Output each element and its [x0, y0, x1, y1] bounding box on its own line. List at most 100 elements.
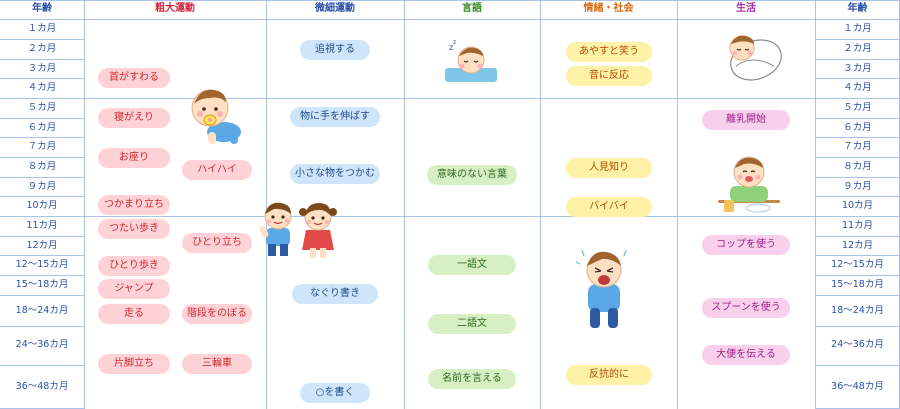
age-label: ５カ月: [843, 102, 872, 113]
grid-line: [0, 19, 900, 20]
crawling-baby-icon: [191, 89, 241, 144]
grid-line: [815, 365, 900, 366]
grid-line: [815, 196, 900, 197]
gross-motor-milestone: ハイハイ: [182, 160, 252, 180]
grid-line: [0, 326, 84, 327]
eating-baby-icon: [718, 156, 780, 213]
age-label: ８カ月: [843, 161, 872, 172]
fine-motor-milestone: 追視する: [300, 40, 370, 60]
grid-line: [0, 39, 84, 40]
gross-motor-milestone: ジャンプ: [98, 279, 170, 299]
age-label: 12カ月: [841, 240, 874, 251]
gross-motor-milestone: 首がすわる: [98, 68, 170, 88]
grid-line: [815, 118, 900, 119]
toddler-boy-icon: [259, 202, 292, 256]
grid-line: [0, 365, 84, 366]
fine-motor-milestone: 小さな物をつかむ: [290, 164, 380, 184]
age-label: 15～18カ月: [15, 279, 69, 290]
gross-motor-milestone: つかまり立ち: [98, 195, 170, 215]
life-milestone: 離乳開始: [702, 110, 790, 130]
language-milestone: 名前を言える: [428, 369, 516, 389]
grid-line: [84, 216, 815, 217]
grid-line: [815, 275, 900, 276]
gross-motor-milestone: ひとり歩き: [98, 256, 170, 276]
social-milestone: 人見知り: [566, 158, 652, 178]
grid-line: [815, 59, 900, 60]
age-label: 11カ月: [841, 220, 874, 231]
gross-motor-milestone: ひとり立ち: [182, 233, 252, 253]
toddler-girl-icon: [299, 203, 337, 258]
header-social: 情緒・社会: [583, 3, 634, 14]
social-milestone: あやすと笑う: [566, 42, 652, 62]
life-milestone: コップを使う: [702, 235, 790, 255]
age-label: ９カ月: [843, 181, 872, 192]
age-label: １カ月: [843, 23, 872, 34]
age-label: ５カ月: [27, 102, 57, 113]
grid-line: [815, 177, 900, 178]
fine-motor-milestone: ○を書く: [300, 383, 370, 403]
swaddled-baby-icon: [729, 35, 782, 81]
grid-line: [815, 236, 900, 237]
gross-motor-milestone: 寝がえり: [98, 108, 170, 128]
grid-line: [815, 295, 900, 296]
grid-line: [84, 98, 815, 99]
gross-motor-milestone: お座り: [98, 148, 170, 168]
gross-motor-milestone: 三輪車: [182, 354, 252, 374]
grid-line: [0, 275, 84, 276]
svg-text:z: z: [453, 39, 456, 46]
age-label: 15～18カ月: [831, 279, 884, 290]
grid-line: [0, 59, 84, 60]
grid-line: [815, 137, 900, 138]
svg-text:z: z: [449, 43, 453, 52]
age-label: ９カ月: [27, 181, 57, 192]
age-label: ７カ月: [843, 141, 872, 152]
grid-line: [0, 0, 900, 1]
age-label: ４カ月: [843, 82, 872, 93]
gross-motor-milestone: つたい歩き: [98, 219, 170, 239]
age-label: 18～24カ月: [831, 305, 884, 316]
crying-baby-icon: [576, 249, 627, 328]
grid-line: [404, 0, 405, 409]
gross-motor-milestone: 階段をのぼる: [182, 304, 252, 324]
age-label: ６カ月: [843, 122, 872, 133]
grid-line: [815, 255, 900, 256]
age-label: 24～36カ月: [831, 339, 884, 350]
age-label: ３カ月: [843, 63, 872, 74]
grid-line: [815, 78, 900, 79]
age-label: 18～24カ月: [15, 305, 69, 316]
grid-line: [0, 157, 84, 158]
age-label: 12～15カ月: [15, 259, 69, 270]
grid-line: [84, 0, 85, 409]
fine-motor-milestone: なぐり書き: [292, 284, 378, 304]
social-milestone: 音に反応: [566, 66, 652, 86]
gross-motor-milestone: 片脚立ち: [98, 354, 170, 374]
grid-line: [815, 98, 900, 99]
grid-line: [0, 236, 84, 237]
header-gross-motor: 粗大運動: [155, 3, 195, 14]
age-label: 10カ月: [841, 200, 874, 211]
age-label: 11カ月: [26, 220, 58, 231]
grid-line: [0, 98, 84, 99]
age-label: ２カ月: [27, 43, 57, 54]
social-milestone: 反抗的に: [566, 365, 652, 385]
age-label: ７カ月: [27, 141, 57, 152]
grid-line: [0, 78, 84, 79]
grid-line: [0, 216, 84, 217]
header-language: 言語: [462, 3, 482, 14]
age-label: １カ月: [27, 23, 57, 34]
age-label: 36～48カ月: [15, 381, 69, 392]
age-label: ２カ月: [843, 43, 872, 54]
grid-line: [677, 0, 678, 409]
language-milestone: 意味のない言葉: [427, 165, 517, 185]
social-milestone: バイバイ: [566, 197, 652, 217]
gross-motor-milestone: 走る: [98, 304, 170, 324]
header-age-left: 年齢: [32, 3, 52, 14]
grid-line: [0, 118, 84, 119]
life-milestone: スプーンを使う: [702, 298, 790, 318]
grid-line: [0, 196, 84, 197]
language-milestone: 二語文: [428, 314, 516, 334]
age-label: 24～36カ月: [15, 339, 69, 350]
grid-line: [0, 177, 84, 178]
header-life: 生活: [736, 3, 756, 14]
